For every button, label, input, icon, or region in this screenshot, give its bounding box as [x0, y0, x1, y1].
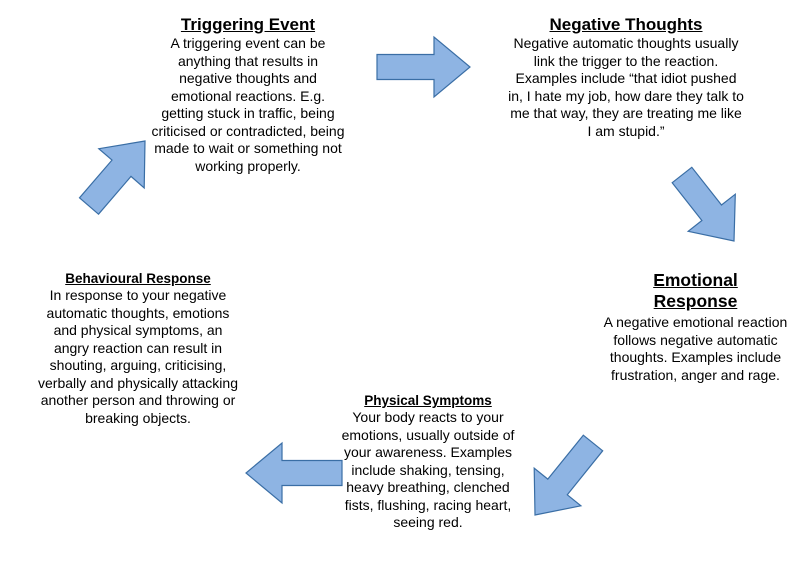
node-title: Triggering Event: [180, 15, 316, 34]
arrow-trigger-to-thoughts: [376, 35, 471, 99]
node-title: Negative Thoughts: [549, 15, 703, 34]
arrow-physical-to-behavioural: [245, 441, 343, 505]
node-behavioural-response: Behavioural Response In response to your…: [38, 270, 238, 427]
node-description: In response to your negative automatic t…: [38, 287, 238, 426]
arrow-behavioural-to-trigger: [78, 140, 146, 216]
node-description: A negative emotional reaction follows ne…: [603, 314, 788, 383]
arrow-thoughts-to-emotional: [671, 166, 736, 242]
node-description: Your body reacts to your emotions, usual…: [341, 409, 515, 530]
node-title: Behavioural Response: [65, 271, 211, 286]
arrow-emotional-to-physical: [533, 434, 604, 516]
node-triggering-event: Triggering Event A triggering event can …: [150, 14, 346, 175]
node-emotional-response: Emotional Response A negative emotional …: [598, 270, 793, 384]
node-description: Negative automatic thoughts usually link…: [508, 35, 744, 139]
node-title: Physical Symptoms: [364, 393, 492, 408]
node-physical-symptoms: Physical Symptoms Your body reacts to yo…: [338, 392, 518, 532]
node-negative-thoughts: Negative Thoughts Negative automatic tho…: [508, 14, 744, 140]
node-description: A triggering event can be anything that …: [151, 35, 345, 174]
node-title: Emotional Response: [653, 270, 738, 311]
